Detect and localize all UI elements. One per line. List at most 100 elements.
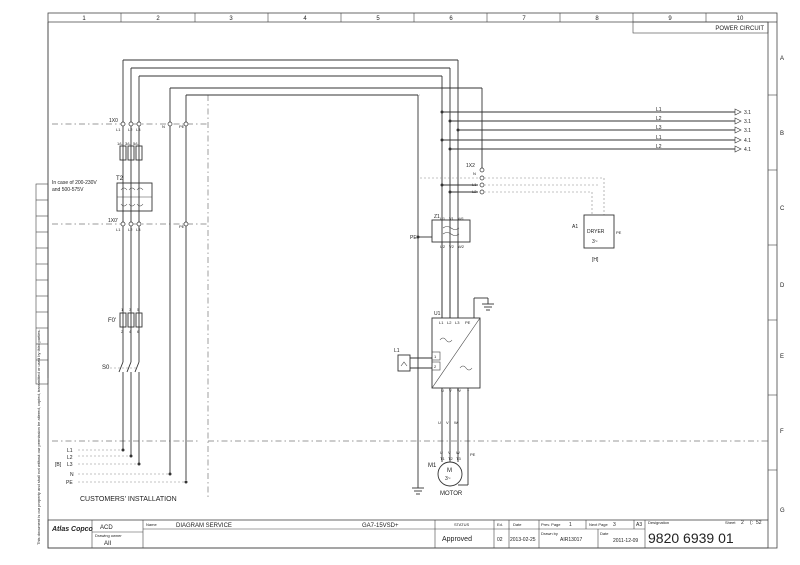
sheet-separator: (: — [750, 520, 753, 526]
date-label: Date — [513, 522, 522, 527]
terminal-label: L3 — [136, 127, 141, 132]
fuse-f0: F0' 1 3 5 2 4 6 — [108, 307, 143, 334]
row-label: B — [780, 131, 784, 137]
designation: 9820 6939 01 — [648, 530, 734, 546]
motor-terminal-2: T3 — [456, 456, 461, 461]
fuse-label: 1/L — [117, 141, 123, 146]
date: 2013-02-25 — [510, 537, 536, 543]
column-label: 10 — [737, 16, 744, 22]
drive-terminal: W — [457, 388, 461, 393]
sheet-label: Sheet — [725, 520, 736, 525]
drive-terminal: + — [467, 388, 470, 393]
side-note: This document is our property and shall … — [36, 329, 41, 545]
row-label: F — [780, 429, 784, 435]
motor-terminal: W — [456, 450, 460, 455]
filter-pe: PE — [410, 235, 417, 241]
filter-terminal: U1 — [440, 216, 446, 221]
boundary-lines — [52, 94, 768, 500]
terminal-name: 1X2 — [466, 163, 475, 169]
drive-terminal: U — [441, 388, 444, 393]
output-ref: 3.1 — [744, 110, 751, 116]
output-line-label: L2 — [656, 144, 662, 150]
output-ref: 3.1 — [744, 128, 751, 134]
terminal-label: L1 — [116, 227, 121, 232]
name-label: Name — [146, 522, 157, 527]
motor-caption: MOTOR — [440, 491, 463, 497]
customer-line-label: L2 — [67, 455, 73, 461]
component-name: F0' — [108, 318, 116, 324]
dryer-ref: [H] — [592, 257, 599, 263]
drive-terminal: L1 — [439, 320, 444, 325]
output-ref: 3.1 — [744, 119, 751, 125]
drive-input: 2 — [434, 364, 437, 369]
output-ref: 4.1 — [744, 138, 751, 144]
fuse-terminal: 3 — [129, 307, 132, 312]
sheet-total: 52 — [756, 520, 762, 526]
filter-terminal: W2 — [458, 244, 465, 249]
row-label: E — [780, 354, 784, 360]
filter-z1: Z1 U1 V1 W1 U2 V2 W2 PE — [410, 214, 471, 249]
column-label: 8 — [595, 16, 599, 22]
dryer-phase: 3~ — [592, 239, 598, 245]
terminal-label: N — [473, 171, 476, 176]
drive-u1: U1 L1 L2 L3 PE U V W + 1 2 — [431, 297, 494, 393]
dryer-title: DRYER — [587, 229, 605, 235]
column-label: 1 — [82, 16, 86, 22]
filter-terminal: V1 — [449, 216, 455, 221]
terminal-1x0: 1X0 L1 L2 L3 N PE — [109, 118, 189, 132]
terminal-1x2: 1X2 N L1 L2 — [420, 163, 605, 215]
sheet-title: POWER CIRCUIT — [715, 26, 764, 32]
terminal-label: L2 — [128, 127, 133, 132]
date2-label: Date — [600, 531, 609, 536]
motor-phase: 3~ — [445, 476, 451, 482]
terminal-label: PE — [179, 124, 185, 129]
drawn-by-label: Drawn by — [541, 531, 558, 536]
motor-terminal-2: T1 — [440, 456, 445, 461]
brand-logo: Atlas Copco — [51, 526, 94, 533]
terminal-label: L2 — [128, 227, 133, 232]
switch-s0: S0 — [102, 361, 144, 378]
customer-installation-label: CUSTOMERS' INSTALLATION — [80, 496, 177, 503]
column-label: 7 — [522, 16, 526, 22]
motor-pe: PE — [470, 452, 476, 457]
dept: ACD — [100, 525, 113, 531]
dryer-a1: A1 DRYER 3~ PE [H] — [572, 214, 622, 263]
drive-input: 1 — [434, 354, 437, 359]
fuse-terminal: 6 — [137, 329, 140, 334]
date2: 2011-12-09 — [613, 538, 638, 544]
row-label: C — [780, 206, 785, 212]
motor-letter: M — [447, 468, 452, 474]
next-page-label: Next Page — [589, 522, 608, 527]
terminal-label: L2 — [472, 189, 477, 194]
customer-ref: [B] — [55, 462, 62, 468]
column-label: 3 — [229, 16, 233, 22]
drawing-frame — [35, 12, 778, 549]
motor-wire-mark: V — [446, 420, 449, 425]
component-name: S0 — [102, 365, 110, 371]
sheet-number: 2 — [741, 520, 744, 526]
motor-m1: U V W U V W T1 T2 T3 PE M 3~ M1 MOTOR — [428, 242, 476, 497]
filter-terminal: U2 — [440, 244, 446, 249]
transformer-note: In case of 200-230V — [52, 180, 97, 186]
terminal-label: N — [162, 124, 165, 129]
transformer-note: and 500-575V — [52, 187, 84, 193]
fuse-terminal: 5 — [137, 307, 140, 312]
column-label: 4 — [303, 16, 307, 22]
terminal-label: L3 — [136, 227, 141, 232]
output-ref: 4.1 — [744, 147, 751, 153]
paper-format: A3 — [636, 522, 642, 528]
designation-label: Designation — [648, 520, 669, 525]
next-page: 3 — [613, 522, 616, 528]
motor-wire-mark: U — [438, 420, 441, 425]
column-labels: 1 2 3 4 5 6 7 8 9 10 — [82, 16, 744, 22]
filter-terminal: W1 — [458, 216, 465, 221]
owner: AII — [104, 541, 112, 547]
column-label: 5 — [376, 16, 380, 22]
filter-terminal: V2 — [449, 244, 455, 249]
fuse-terminal: 1 — [121, 307, 124, 312]
edition: 02 — [497, 537, 503, 543]
bus-wiring — [122, 59, 742, 495]
component-name: Z1 — [434, 214, 440, 220]
edition-label: Ed. — [497, 522, 503, 527]
column-label: 2 — [156, 16, 160, 22]
